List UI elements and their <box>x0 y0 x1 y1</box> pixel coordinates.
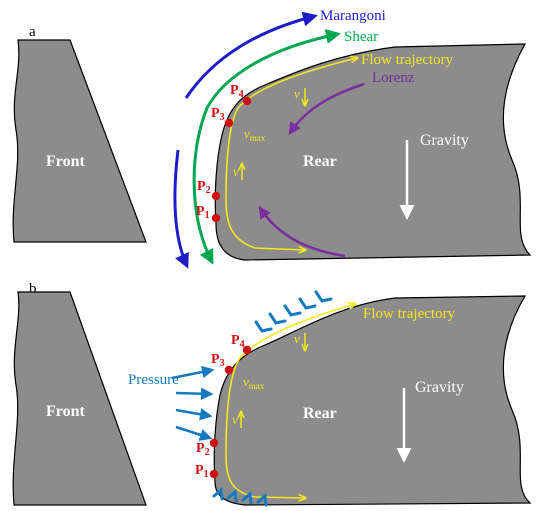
rear-label: Rear <box>303 153 337 170</box>
rear-region-shape <box>213 295 532 506</box>
marangoni-label: Marangoni <box>320 8 386 24</box>
point-p1: P1 <box>195 463 219 480</box>
velocity-top-label: v <box>294 86 300 101</box>
point-p1: P1 <box>196 204 221 223</box>
front-label: Front <box>46 403 85 420</box>
point-p3: P3 <box>211 106 234 128</box>
svg-text:P2: P2 <box>196 441 210 458</box>
velocity-max-label: vmax <box>244 126 266 143</box>
front-region-shape <box>12 39 147 243</box>
pressure-label: Pressure <box>128 372 179 388</box>
velocity-side-label: v <box>232 412 238 427</box>
gravity-label: Gravity <box>420 132 469 149</box>
velocity-max-label: vmax <box>243 374 265 391</box>
svg-text:P4: P4 <box>230 83 244 100</box>
shear-label: Shear <box>344 29 378 45</box>
svg-text:P2: P2 <box>197 179 211 196</box>
point-p2: P2 <box>197 179 221 201</box>
panel-a: a Front Rear Gravity Marangoni Shear Flo… <box>12 8 532 269</box>
svg-text:P3: P3 <box>211 106 225 123</box>
gravity-label: Gravity <box>415 379 464 396</box>
svg-text:P3: P3 <box>211 352 225 369</box>
velocity-side-label: v <box>233 164 239 179</box>
pressure-chevrons-top <box>254 290 333 333</box>
flow-trajectory-line <box>225 58 357 250</box>
front-region-shape <box>12 291 147 506</box>
shear-arrow <box>192 29 341 265</box>
velocity-top-label: v <box>294 331 300 346</box>
flow-trajectory-label: Flow trajectory <box>361 52 454 68</box>
pressure-chevrons-bottom <box>212 487 268 507</box>
svg-text:P1: P1 <box>196 204 210 221</box>
rear-label: Rear <box>303 405 337 422</box>
point-p2: P2 <box>196 438 219 458</box>
front-label: Front <box>46 153 85 170</box>
marangoni-arrow-lower <box>173 149 189 269</box>
point-p3: P3 <box>211 352 234 375</box>
panel-label: a <box>29 24 36 40</box>
flow-trajectory-label: Flow trajectory <box>363 306 456 322</box>
point-p4: P4 <box>231 333 252 355</box>
svg-text:P1: P1 <box>195 463 209 480</box>
lorenz-arrow-lower <box>258 205 346 258</box>
flow-trajectory-line <box>225 304 355 498</box>
svg-text:P4: P4 <box>231 333 245 350</box>
point-p4: P4 <box>230 83 252 106</box>
lorenz-arrow-upper <box>288 82 365 136</box>
panel-b: b Front Rear Gravity Flow trajectory v v… <box>12 281 532 507</box>
panel-label: b <box>29 281 37 297</box>
pressure-arrows <box>171 365 215 441</box>
lorenz-label: Lorenz <box>372 70 415 86</box>
